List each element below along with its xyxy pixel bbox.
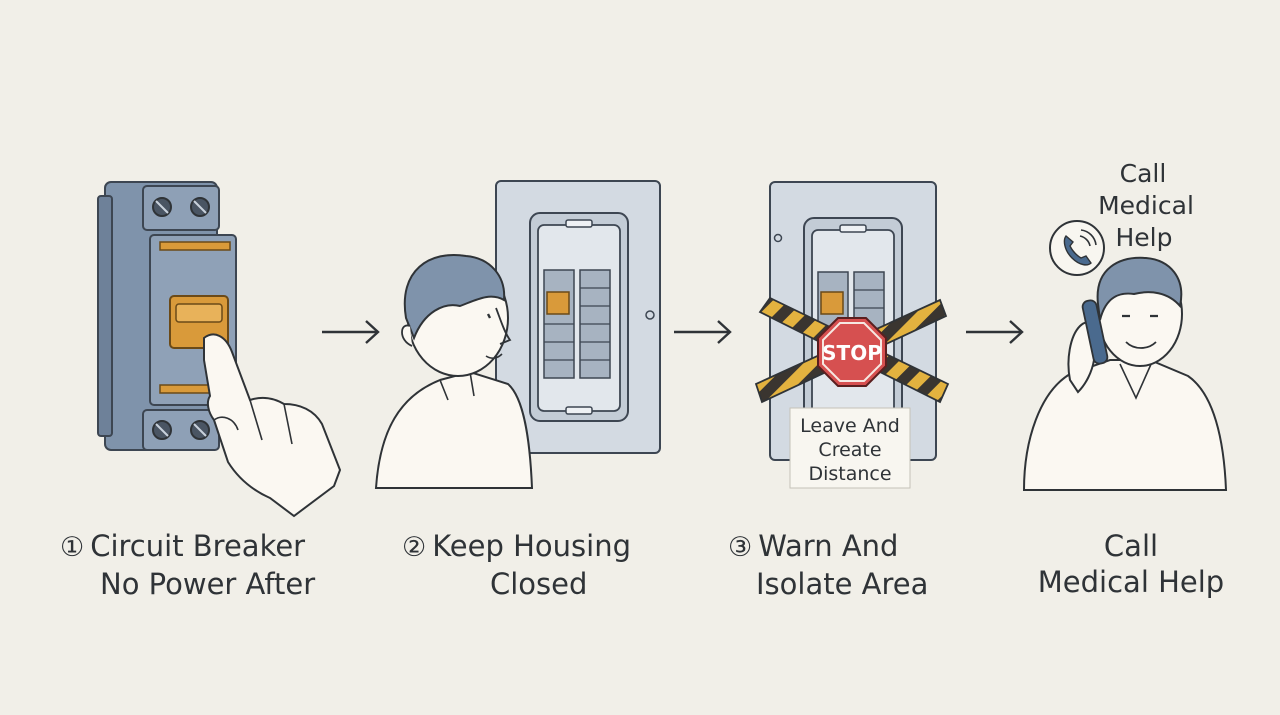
stop-sign-icon: STOP	[817, 317, 887, 387]
warning-sign: Leave And Create Distance	[789, 407, 911, 489]
warning-sign-line-3: Distance	[808, 463, 891, 485]
warning-sign-line-2: Create	[818, 439, 881, 461]
closed-electrical-panel	[495, 180, 661, 454]
step-4-line-1: Call	[1103, 529, 1159, 563]
arrow-right-icon	[674, 320, 732, 344]
step-2-line-2: Closed	[490, 567, 588, 601]
pointing-hand	[203, 333, 342, 518]
call-bubble-line-2: Medical	[1098, 191, 1194, 220]
step-1-line-1: Circuit Breaker	[90, 529, 306, 563]
call-bubble: Call Medical Help	[1098, 159, 1194, 252]
arrow-right-icon	[966, 320, 1024, 344]
step-3-line-1: Warn And	[758, 529, 899, 563]
step-1-number: ①	[60, 532, 85, 563]
arrow-right-icon	[322, 320, 380, 344]
phone-icon	[1049, 220, 1105, 276]
stop-sign-label: STOP	[822, 341, 882, 365]
step-3-line-2: Isolate Area	[756, 567, 929, 601]
call-bubble-line-3: Help	[1116, 223, 1173, 252]
step-4-caption: Call Medical Help	[1036, 528, 1226, 600]
step-3-number: ③	[728, 532, 753, 563]
step-2-number: ②	[402, 532, 427, 563]
step-2-line-1: Keep Housing	[432, 529, 631, 563]
person-observing	[374, 254, 534, 489]
call-bubble-line-1: Call	[1120, 159, 1167, 188]
warning-sign-line-1: Leave And	[800, 415, 900, 437]
circuit-breaker-illustration	[97, 181, 237, 451]
step-4-line-2: Medical Help	[1037, 565, 1225, 599]
person-calling	[1022, 256, 1228, 491]
step-1-line-2: No Power After	[100, 567, 316, 601]
